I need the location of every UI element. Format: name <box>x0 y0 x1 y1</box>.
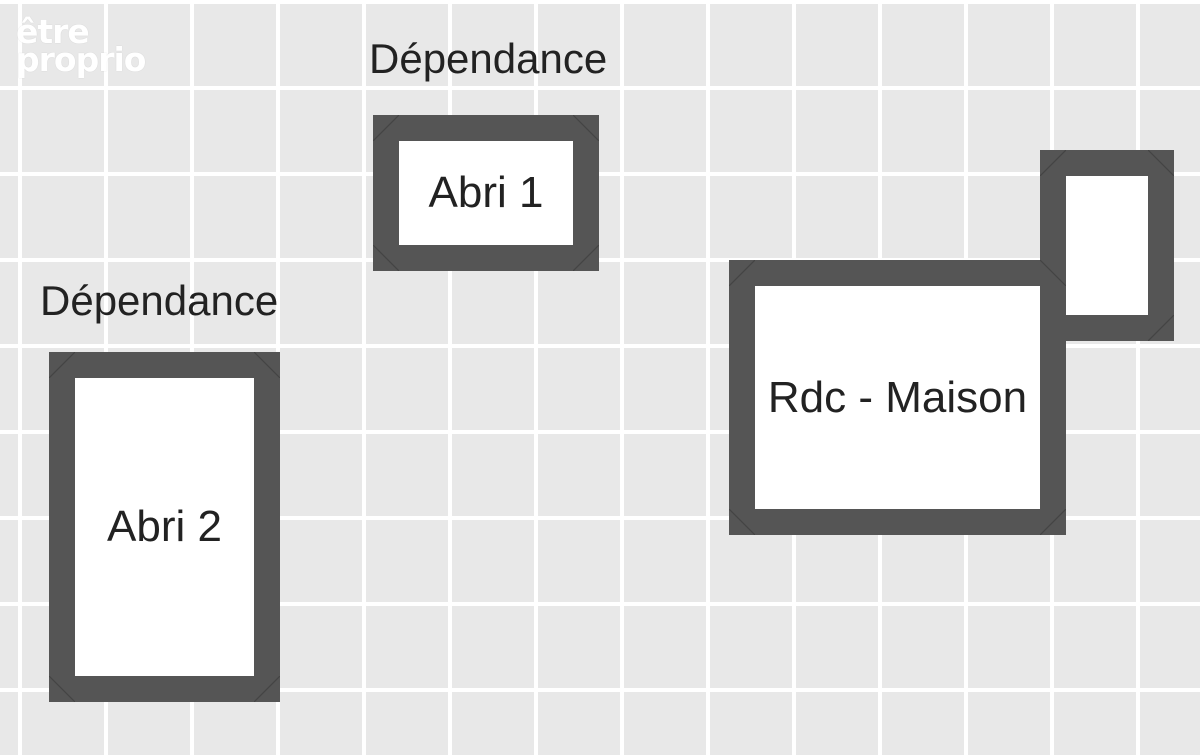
logo-line-1: être <box>16 12 90 51</box>
room-label-rdc-maison: Rdc - Maison <box>767 372 1028 422</box>
room-abri-1[interactable]: Abri 1 <box>373 115 599 271</box>
logo-line-2: proprio <box>16 40 146 79</box>
etre-proprio-logo: être proprio <box>16 12 146 79</box>
room-rdc-maison[interactable]: Rdc - Maison <box>729 260 1066 535</box>
room-label-abri-2: Abri 2 <box>107 502 222 551</box>
caption-dependance-top: Dépendance <box>369 35 608 82</box>
room-abri-2[interactable]: Abri 2 <box>49 352 280 702</box>
room-label-abri-1: Abri 1 <box>428 168 544 217</box>
caption-dependance-left: Dépendance <box>40 277 279 324</box>
